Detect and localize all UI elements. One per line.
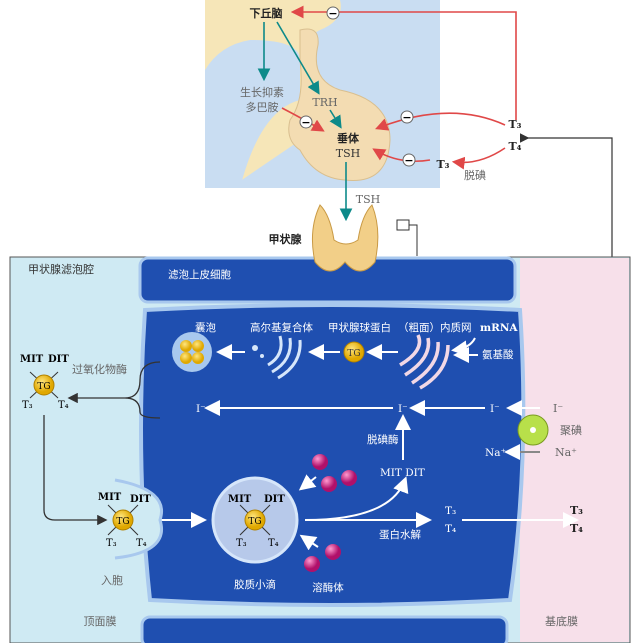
lumen-arrows <box>43 361 161 526</box>
iodide-pump-label: 聚碘 <box>560 424 582 437</box>
t3-feedback-label: T₃ <box>508 118 521 131</box>
dopamine-label: 多巴胺 <box>246 100 279 114</box>
tsh-arrow-label: TSH <box>356 193 380 206</box>
svg-text:T₃: T₃ <box>236 538 247 549</box>
svg-text:TG: TG <box>116 517 129 527</box>
mit-dit-free-label: MIT DIT <box>380 467 425 479</box>
svg-text:MIT: MIT <box>228 494 252 505</box>
endocytosis-label: 入胞 <box>101 574 123 587</box>
minus-icon: − <box>301 116 310 129</box>
apical-membrane-label: 顶面膜 <box>84 615 117 628</box>
thyroglobulin-label: 甲状腺球蛋白 <box>328 321 391 334</box>
pituitary-shape <box>288 28 391 181</box>
svg-text:DIT: DIT <box>48 354 69 365</box>
svg-text:TG: TG <box>347 349 360 359</box>
iodide-label-middle: I⁻ <box>398 403 408 415</box>
tsh-pituitary-label: TSH <box>336 147 360 160</box>
rer-label: （粗面）内质网 <box>398 321 472 334</box>
epithelial-cell-label: 滤泡上皮细胞 <box>168 268 231 281</box>
lower-epithelial-cell <box>140 615 509 643</box>
svg-text:DIT: DIT <box>130 494 151 505</box>
t4-feedback-label: T₄ <box>508 140 521 153</box>
hypothalamus-label: 下丘脑 <box>250 6 283 20</box>
thyroid-label: 甲状腺 <box>269 232 303 246</box>
svg-text:TG: TG <box>248 517 261 527</box>
lysosomes <box>304 454 357 572</box>
golgi-label: 高尔基复合体 <box>250 321 313 334</box>
synthesis-arrows <box>160 337 579 551</box>
pituitary-label: 垂体 <box>337 131 360 145</box>
t4-cell-label: T₄ <box>445 523 456 535</box>
iodide-label-right: I⁻ <box>490 403 500 415</box>
thyroid-gland <box>311 204 379 272</box>
t3-deiodinated-label: T₃ <box>436 158 449 171</box>
basal-membrane-label: 基底膜 <box>545 614 578 628</box>
svg-text:T₃: T₃ <box>106 538 117 549</box>
iodide-label-left: I⁻ <box>196 403 206 415</box>
peroxidase-label: 过氧化物酶 <box>72 362 127 376</box>
iodide-pump-icon <box>517 414 549 446</box>
svg-text:TG: TG <box>37 382 50 392</box>
t3-cell-label: T₃ <box>445 505 456 517</box>
follicle-lumen-label: 甲状腺滤泡腔 <box>28 262 94 276</box>
golgi-complex <box>252 335 302 380</box>
colloid-droplet: TG MIT DIT T₃ T₄ <box>211 476 299 564</box>
endocytic-pocket <box>114 478 163 560</box>
vesicle-label: 囊泡 <box>195 321 216 334</box>
svg-text:T₄: T₄ <box>58 400 69 411</box>
somatostatin-label: 生长抑素 <box>240 85 284 99</box>
inhibition-markers: − − − − <box>299 6 416 167</box>
minus-icon: − <box>402 111 411 124</box>
svg-text:T₃: T₃ <box>22 400 33 411</box>
rough-er <box>399 334 450 390</box>
iodinated-tg-lumen: TG MIT DIT T₃ T₄ <box>20 354 69 411</box>
t3-secreted-label: T₃ <box>570 504 583 517</box>
sodium-label-outside: Na⁺ <box>555 446 577 459</box>
mrna-label: mRNA <box>480 322 518 334</box>
brain-panel <box>205 0 440 188</box>
minus-icon: − <box>328 7 337 20</box>
iodinated-tg-endocytosis: TG MIT DIT T₃ T₄ <box>98 492 151 549</box>
amino-acid-label: 氨基酸 <box>482 348 514 361</box>
proteolysis-label: 蛋白水解 <box>379 528 421 541</box>
vesicle <box>172 332 212 372</box>
svg-text:T₄: T₄ <box>268 538 279 549</box>
lysosome-label: 溶酶体 <box>312 581 344 594</box>
interstitium <box>520 258 629 642</box>
tg-protein: TG <box>343 341 365 363</box>
iodide-label-outside: I⁻ <box>553 402 563 415</box>
svg-text:MIT: MIT <box>98 492 122 503</box>
sodium-label-inside: Na⁺ <box>485 447 506 459</box>
trh-label: TRH <box>312 96 337 109</box>
svg-text:T₄: T₄ <box>136 538 147 549</box>
colloid-droplet-label: 胶质小滴 <box>234 578 276 591</box>
minus-icon: − <box>404 154 413 167</box>
deiodinase-label: 脱碘酶 <box>367 433 399 446</box>
t4-secreted-label: T₄ <box>570 522 583 535</box>
deiodination-label: 脱碘 <box>464 168 486 182</box>
svg-text:DIT: DIT <box>264 494 285 505</box>
svg-text:MIT: MIT <box>20 354 44 365</box>
